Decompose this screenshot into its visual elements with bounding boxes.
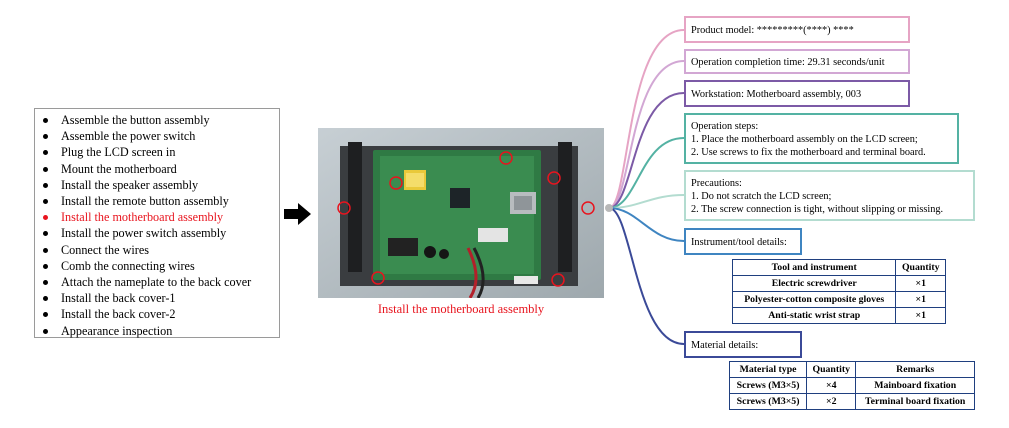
step-list-item: Install the back cover-2 (41, 306, 279, 322)
motherboard-illustration (318, 128, 604, 298)
table-cell: ×4 (806, 377, 857, 394)
step-list-item: Comb the connecting wires (41, 258, 279, 274)
bullet-icon (43, 199, 48, 205)
bullet-icon (43, 296, 48, 302)
bullet-icon (43, 231, 48, 237)
tool-table: Tool and instrument Quantity Electric sc… (731, 259, 946, 324)
completion-time-box: Operation completion time: 29.31 seconds… (684, 49, 910, 74)
step-list-item: Install the power switch assembly (41, 225, 279, 241)
table-cell: Polyester-cotton composite gloves (731, 291, 897, 308)
precaution-1: 1. Do not scratch the LCD screen; (691, 191, 832, 202)
photo-caption: Install the motherboard assembly (377, 302, 545, 316)
bullet-icon (43, 247, 48, 253)
table-row: Screws (M3×5) ×2 Terminal board fixation (728, 393, 975, 410)
step-list-item: Appearance inspection (41, 323, 279, 339)
step-label: Install the remote button assembly (61, 194, 229, 209)
material-table-header: Material type (728, 361, 808, 378)
step-label: Plug the LCD screen in (61, 145, 176, 160)
table-row: Screws (M3×5) ×4 Mainboard fixation (728, 377, 975, 394)
bullet-icon (43, 312, 48, 318)
bullet-icon (43, 280, 48, 286)
material-details-box: Material details: (684, 331, 802, 358)
motherboard-photo (318, 128, 604, 298)
tool-table-header: Tool and instrument (731, 259, 897, 276)
bullet-icon (43, 215, 48, 221)
step-label: Assemble the button assembly (61, 113, 210, 127)
operation-step-2: 2. Use screws to fix the motherboard and… (691, 147, 926, 158)
table-cell: ×1 (895, 307, 946, 324)
step-label: Appearance inspection (61, 323, 173, 338)
tool-table-header: Quantity (895, 259, 946, 276)
connector-node (605, 204, 613, 212)
material-table-header: Quantity (806, 361, 857, 378)
material-table: Material type Quantity Remarks Screws (M… (728, 361, 975, 410)
operation-step-1: 1. Place the motherboard assembly on the… (691, 134, 918, 145)
bullet-icon (43, 263, 48, 269)
precaution-2: 2. The screw connection is tight, withou… (691, 204, 944, 215)
step-label: Install the speaker assembly (61, 177, 199, 192)
step-list-item: Install the remote button assembly (41, 193, 279, 209)
step-label: Install the back cover-1 (61, 291, 176, 306)
table-cell: Screws (M3×5) (728, 377, 808, 394)
bullet-icon (43, 166, 48, 172)
step-list-item: Connect the wires (41, 242, 279, 258)
step-list-item: Install the motherboard assembly (41, 209, 279, 225)
step-label: Connect the wires (61, 242, 149, 257)
step-list-item: Plug the LCD screen in (41, 144, 279, 160)
step-label: Install the motherboard assembly (61, 210, 224, 225)
right-arrow-icon (284, 203, 311, 225)
table-cell: Screws (M3×5) (728, 393, 808, 410)
step-label: Assemble the power switch (61, 129, 196, 144)
step-list-item: Attach the nameplate to the back cover (41, 274, 279, 290)
step-list-item: Assemble the power switch (41, 128, 279, 144)
tool-details-box: Instrument/tool details: (684, 228, 802, 255)
step-label: Attach the nameplate to the back cover (61, 275, 252, 290)
workstation-box: Workstation: Motherboard assembly, 003 (684, 80, 910, 107)
table-cell: ×1 (895, 275, 946, 292)
step-list-item: Mount the motherboard (41, 161, 279, 177)
precautions-box: Precautions: 1. Do not scratch the LCD s… (684, 170, 975, 221)
table-cell: Terminal board fixation (855, 393, 975, 410)
step-list-item: Install the speaker assembly (41, 177, 279, 193)
tool-table-header-row: Tool and instrument Quantity (731, 259, 946, 276)
table-cell: Mainboard fixation (855, 377, 975, 394)
bullet-icon (43, 328, 48, 334)
product-model-box: Product model: *********(****) **** (684, 16, 910, 43)
bullet-icon (43, 118, 48, 123)
table-cell: Anti-static wrist strap (731, 307, 897, 324)
table-row: Polyester-cotton composite gloves ×1 (731, 291, 946, 308)
precautions-title: Precautions: (691, 178, 742, 189)
bullet-icon (43, 182, 48, 188)
step-label: Comb the connecting wires (61, 258, 195, 273)
material-table-header: Remarks (855, 361, 975, 378)
material-table-header-row: Material type Quantity Remarks (728, 361, 975, 378)
operation-steps-box: Operation steps: 1. Place the motherboar… (684, 113, 959, 164)
step-label: Install the back cover-2 (61, 307, 176, 322)
bullet-icon (43, 150, 48, 156)
table-cell: ×1 (895, 291, 946, 308)
step-list-item: Assemble the button assembly (41, 112, 279, 128)
table-row: Electric screwdriver ×1 (731, 275, 946, 292)
table-cell: ×2 (806, 393, 857, 410)
bullet-icon (43, 134, 48, 140)
step-list-item: Install the back cover-1 (41, 290, 279, 306)
operation-steps-title: Operation steps: (691, 121, 759, 132)
step-label: Mount the motherboard (61, 161, 177, 176)
step-label: Install the power switch assembly (61, 226, 227, 241)
table-row: Anti-static wrist strap ×1 (731, 307, 946, 324)
table-cell: Electric screwdriver (731, 275, 897, 292)
